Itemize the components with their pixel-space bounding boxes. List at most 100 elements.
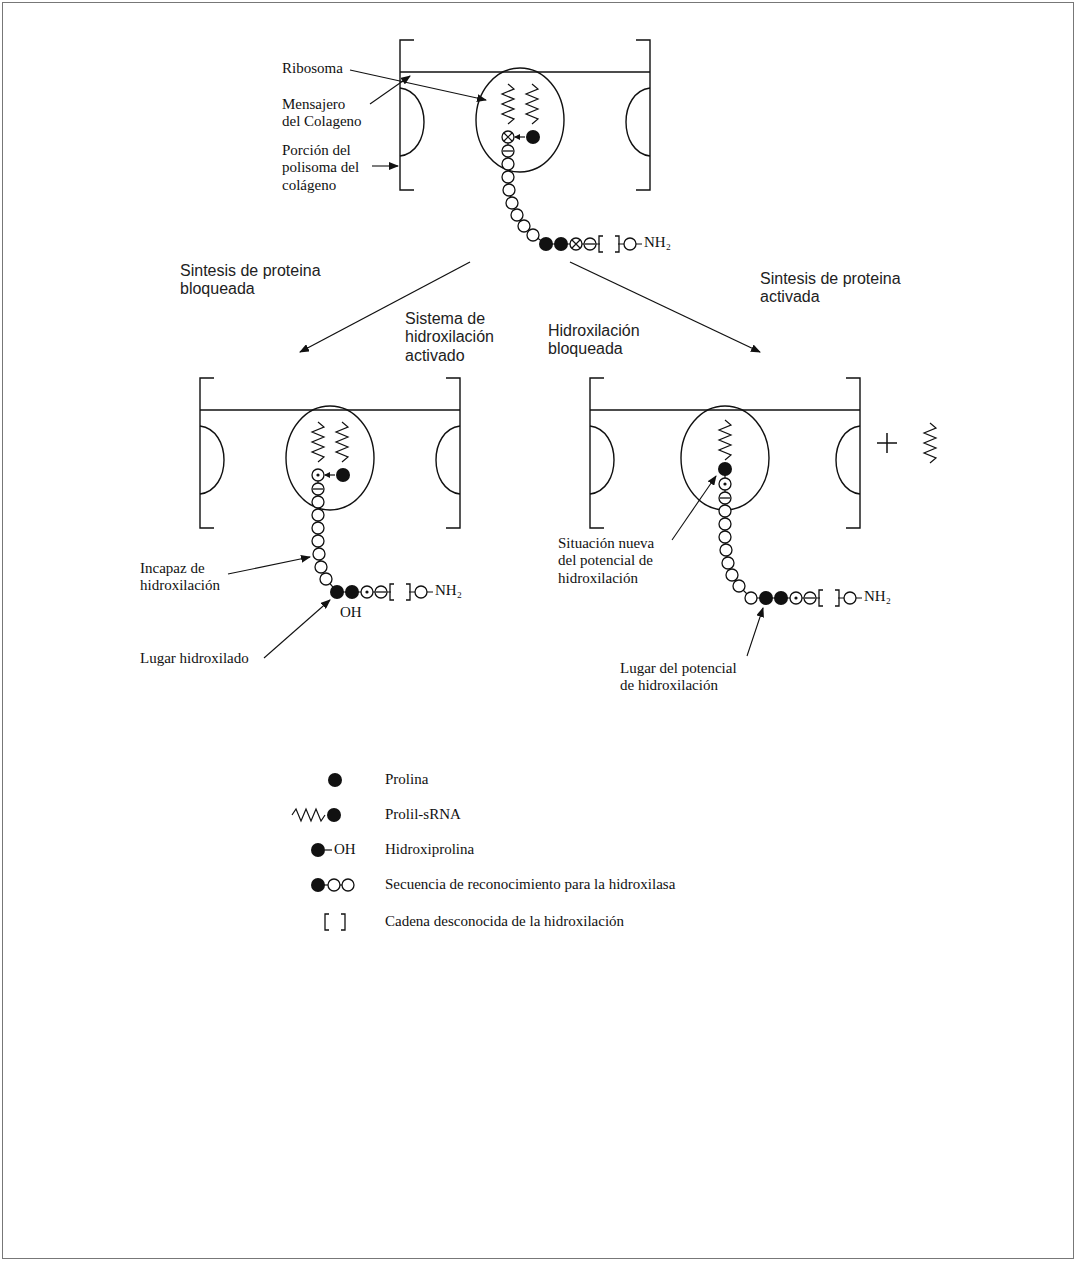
peptide-chain-top-part: [502, 171, 514, 183]
peptide-chain-top-part: [527, 229, 539, 241]
peptide-chain-right-part: [725, 469, 862, 598]
peptide-chain-left-part: [375, 586, 387, 598]
free-trna-part: [877, 433, 897, 453]
pathway-label: Sistema de hidroxilación activado: [405, 310, 523, 365]
legend-symbols-part: [311, 843, 325, 857]
peptide-chain-right-part: [820, 590, 838, 606]
peptide-chain-left-part: [315, 561, 327, 573]
hydroxyl-label: OH: [334, 841, 356, 858]
trna-right: [719, 420, 731, 460]
legend-symbols-part: [325, 849, 332, 850]
peptide-chain-left-part: [312, 483, 324, 495]
legend-symbols-part: [311, 878, 325, 892]
part-label: Ribosoma: [282, 60, 343, 77]
peptide-chain-left-part: [345, 585, 359, 599]
legend-text: Secuencia de reconocimiento para la hidr…: [385, 876, 675, 893]
peptide-chain-top-part: [502, 158, 514, 170]
pathway-label: Sintesis de proteina activada: [760, 270, 925, 307]
peptide-chain-right-part: [719, 478, 731, 490]
leader-lines-left-part: [264, 600, 330, 658]
trna-top-part: [502, 84, 514, 124]
peptide-chain-right-part: [726, 569, 738, 581]
peptide-chain-left-part: [391, 584, 409, 600]
peptide-chain-right-part: [720, 544, 732, 556]
polysome-right-part: [590, 426, 614, 494]
hydroxyl-label: OH: [340, 604, 362, 621]
polysome-right-part: [846, 378, 860, 528]
polysome-top-part: [400, 71, 650, 72]
peptide-chain-right-part: [844, 592, 856, 604]
callout-label: Incapaz de hidroxilación: [140, 560, 235, 595]
leader-lines-left: [228, 557, 330, 658]
trna-left: [312, 422, 348, 462]
polysome-right-part: [681, 406, 769, 510]
peptide-chain-top-part: [518, 220, 530, 232]
trna-left-part: [336, 422, 348, 462]
peptide-chain-left-part: [320, 573, 332, 585]
part-label: Porción del polisoma del colágeno: [282, 142, 368, 194]
peptide-chain-right-part: [804, 592, 816, 604]
peptide-chain-left-part: [312, 469, 324, 481]
polysome-right-part: [590, 409, 860, 410]
trna-left-part: [312, 422, 324, 462]
leader-lines-top-part: [370, 76, 410, 104]
peptide-chain-right-part: [733, 580, 745, 592]
legend-symbols-part: [292, 809, 325, 821]
polysome-top: [400, 40, 650, 190]
peptide-chain-left: [312, 468, 433, 600]
peptide-chain-right: [718, 462, 862, 606]
trna-top-part: [526, 84, 538, 124]
peptide-chain-left-part: [415, 586, 427, 598]
peptide-chain-top-part: [506, 197, 518, 209]
polysome-top-part: [626, 88, 650, 156]
peptide-chain-top-part: [539, 237, 553, 251]
polysome-left-part: [286, 406, 374, 510]
trna-top: [502, 84, 538, 124]
terminal-label: NH₂: [644, 234, 671, 251]
peptide-chain-right-part: [719, 531, 731, 543]
polysome-left-part: [446, 378, 460, 528]
peptide-chain-right-part: [719, 505, 731, 517]
leader-lines-right-part: [747, 608, 763, 656]
legend-symbols-part: [325, 914, 345, 930]
legend-symbols-part: [342, 879, 354, 891]
peptide-chain-top-part: [502, 145, 514, 157]
frame: [3, 3, 1074, 1259]
peptide-chain-left-part: [313, 548, 325, 560]
legend-text: Cadena desconocida de la hidroxilación: [385, 913, 624, 930]
peptide-chain-top-part: [503, 184, 515, 196]
callout-label: Situación nueva del potencial de hidroxi…: [558, 535, 670, 587]
polysome-left: [200, 378, 460, 528]
peptide-chain-top-part: [508, 137, 642, 244]
legend-symbols-part: [328, 879, 340, 891]
callout-label: Lugar del potencial de hidroxilación: [620, 660, 752, 695]
peptide-chain-left-part: [390, 584, 410, 600]
polysome-right: [590, 378, 860, 528]
leader-lines-top-part: [372, 165, 398, 166]
polysome-top-part: [476, 68, 564, 172]
free-trna-part: [924, 423, 936, 463]
peptide-chain-top-part: [526, 130, 540, 144]
peptide-chain-left-part: [361, 586, 373, 598]
polysome-left-part: [200, 378, 214, 528]
peptide-chain-top-part: [600, 236, 618, 252]
peptide-chain-top-part: [624, 238, 636, 250]
peptide-chain-left-part: [312, 522, 324, 534]
free-trna: [877, 423, 936, 463]
leader-lines-right: [672, 476, 763, 656]
pathway-label: Hidroxilación bloqueada: [548, 322, 670, 359]
peptide-chain-top-part: [511, 209, 523, 221]
peptide-chain-left-part: [312, 509, 324, 521]
peptide-chain-right-part: [718, 462, 732, 476]
leader-lines-left-part: [228, 557, 310, 574]
leader-lines-top: [350, 70, 486, 166]
pathway-label: Sintesis de proteina bloqueada: [180, 262, 345, 299]
peptide-chain-right-part: [719, 492, 731, 504]
polysome-top-part: [400, 88, 424, 156]
callout-label: Lugar hidroxilado: [140, 650, 249, 667]
peptide-chain-top-part: [515, 136, 525, 137]
polysome-left-part: [436, 426, 460, 494]
peptide-chain-left-part: [312, 496, 324, 508]
